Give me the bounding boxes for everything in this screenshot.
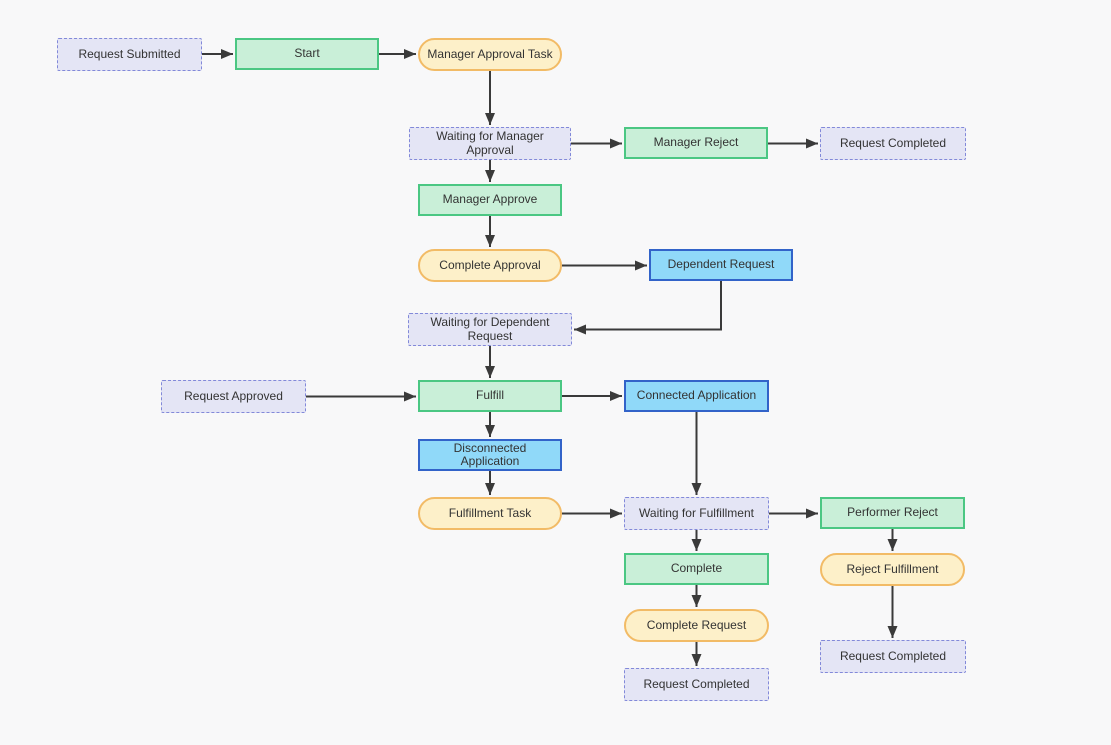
node-label: Request Approved [184,388,283,403]
node-label: Waiting for Manager Approval [436,129,544,157]
node-complete-request[interactable]: Complete Request [624,609,769,642]
node-performer-reject[interactable]: Performer Reject [820,497,965,529]
node-label: Performer Reject [847,505,938,520]
node-label: Connected Application [636,388,757,403]
node-request-completed-2[interactable]: Request Completed [624,668,769,701]
node-complete-approval[interactable]: Complete Approval [418,249,562,282]
node-label: Waiting for Fulfillment [639,505,754,520]
node-fulfillment-task[interactable]: Fulfillment Task [418,497,562,530]
node-label: Request Submitted [78,46,181,61]
node-request-submitted[interactable]: Request Submitted [57,38,202,71]
node-request-completed-3[interactable]: Request Completed [820,640,966,673]
node-label: Request Completed [839,648,947,663]
node-waiting-for-fulfillment[interactable]: Waiting for Fulfillment [624,497,769,530]
node-label: Request Completed [643,676,750,691]
node-reject-fulfillment[interactable]: Reject Fulfillment [820,553,965,586]
node-label: Manager Approve [442,192,538,207]
node-request-approved[interactable]: Request Approved [161,380,306,413]
node-label: Disconnected Application [453,440,527,468]
node-label: Manager Approval Task [427,46,553,61]
node-label: Fulfillment Task [448,505,532,520]
node-start[interactable]: Start [235,38,379,70]
node-label: Manager Reject [653,135,739,150]
node-label: Waiting for Dependent Request [430,315,550,343]
node-disconnected-application[interactable]: Disconnected Application [418,439,562,471]
edge-dependent-request-waiting-for-dependent-request [574,281,722,335]
node-manager-reject[interactable]: Manager Reject [624,127,768,159]
node-label: Start [294,46,320,61]
node-label: Reject Fulfillment [846,561,939,576]
node-waiting-for-manager-approval[interactable]: Waiting for Manager Approval [409,127,571,160]
node-label: Request Completed [839,135,947,150]
node-label: Fulfill [475,388,504,403]
node-dependent-request[interactable]: Dependent Request [649,249,793,281]
node-complete[interactable]: Complete [624,553,769,585]
node-waiting-for-dependent-request[interactable]: Waiting for Dependent Request [408,313,572,346]
node-label: Complete [670,561,723,576]
node-manager-approval-task[interactable]: Manager Approval Task [418,38,562,71]
node-fulfill[interactable]: Fulfill [418,380,562,412]
node-label: Complete Request [646,617,747,632]
node-label: Complete Approval [439,257,541,272]
node-connected-application[interactable]: Connected Application [624,380,769,412]
node-request-completed-1[interactable]: Request Completed [820,127,966,160]
node-label: Dependent Request [667,257,775,272]
node-manager-approve[interactable]: Manager Approve [418,184,562,216]
